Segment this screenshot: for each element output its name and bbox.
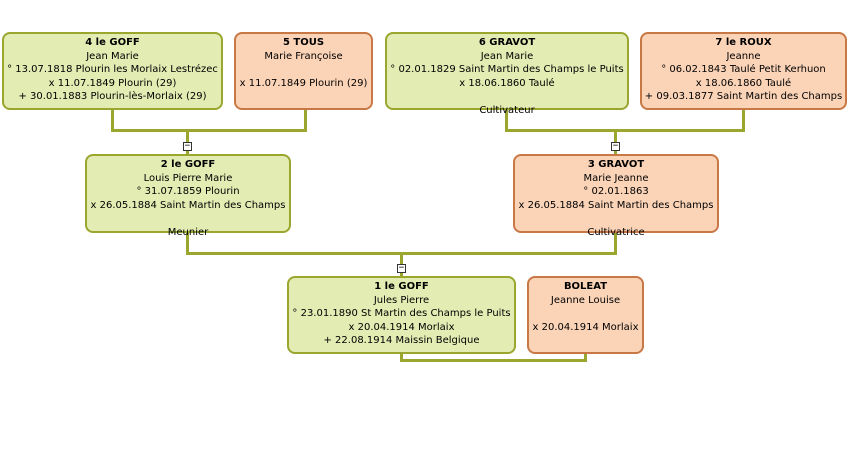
person-marriage: x 26.05.1884 Saint Martin des Champs	[518, 199, 714, 211]
collapse-toggle-parents-of-p3[interactable]: −	[611, 141, 620, 151]
person-death: + 09.03.1877 Saint Martin des Champs	[644, 91, 843, 102]
person-spacer	[387, 90, 627, 104]
person-card-3[interactable]: 3 GRAVOT Marie Jeanne ° 02.01.1863 x 26.…	[513, 154, 719, 238]
person-given-names: Marie Jeanne	[583, 172, 649, 184]
person-birth	[236, 63, 371, 77]
person-name: 4 le GOFF	[85, 37, 140, 48]
connector-p5-down	[304, 109, 307, 130]
connector-p2-down	[186, 232, 189, 254]
person-card-spouse[interactable]: BOLEAT Jeanne Louise x 20.04.1914 Morlai…	[527, 276, 644, 354]
person-card-4[interactable]: 4 le GOFF Jean Marie ° 13.07.1818 Plouri…	[2, 32, 223, 110]
person-given-names: Jeanne Louise	[550, 294, 621, 306]
connector-p6-down	[505, 109, 508, 130]
person-card-1[interactable]: 1 le GOFF Jules Pierre ° 23.01.1890 St M…	[287, 276, 516, 354]
person-given-names: Jean Marie	[86, 50, 139, 62]
person-marriage: x 11.07.1849 Plourin (29)	[48, 77, 177, 89]
person-given-names: Jean Marie	[480, 50, 534, 62]
connector-couple-1	[400, 359, 587, 362]
collapse-toggle-parents-of-p1[interactable]: −	[397, 263, 406, 273]
person-name: 7 le ROUX	[715, 37, 772, 48]
person-card-7[interactable]: 7 le ROUX Jeanne ° 06.02.1843 Taulé Peti…	[640, 32, 847, 110]
person-birth	[529, 307, 642, 321]
person-birth: ° 02.01.1863	[583, 186, 649, 197]
person-given-names: Marie Françoise	[264, 50, 343, 62]
person-name: 2 le GOFF	[160, 159, 216, 170]
person-name: BOLEAT	[563, 281, 608, 292]
person-birth: ° 06.02.1843 Taulé Petit Kerhuon	[661, 64, 826, 75]
person-marriage: x 26.05.1884 Saint Martin des Champs	[90, 199, 286, 211]
person-given-names: Louis Pierre Marie	[143, 172, 233, 184]
person-birth: ° 02.01.1829 Saint Martin des Champs le …	[390, 64, 624, 75]
person-marriage: x 18.06.1860 Taulé	[459, 77, 555, 89]
person-occupation: Cultivateur	[479, 104, 535, 116]
connector-p1-down	[400, 353, 403, 361]
connector-couple-67	[505, 129, 745, 132]
person-death: + 30.01.1883 Plourin-lès-Morlaix (29)	[18, 91, 207, 102]
connector-spouse-down	[584, 353, 587, 361]
person-occupation: Cultivatrice	[587, 226, 645, 238]
collapse-toggle-parents-of-p2[interactable]: −	[183, 141, 192, 151]
person-birth: ° 13.07.1818 Plourin les Morlaix Lestréz…	[7, 64, 218, 75]
person-name: 1 le GOFF	[374, 281, 429, 292]
person-birth: ° 23.01.1890 St Martin des Champs le Pui…	[292, 308, 511, 319]
person-marriage: x 11.07.1849 Plourin (29)	[239, 77, 368, 89]
person-spacer	[87, 212, 289, 226]
connector-p3-down	[614, 232, 617, 254]
person-name: 3 GRAVOT	[587, 159, 645, 170]
person-spacer	[515, 212, 717, 226]
person-card-5[interactable]: 5 TOUS Marie Françoise x 11.07.1849 Plou…	[234, 32, 373, 110]
person-card-2[interactable]: 2 le GOFF Louis Pierre Marie ° 31.07.185…	[85, 154, 291, 238]
connector-couple-23	[186, 252, 617, 255]
connector-p7-down	[742, 109, 745, 130]
person-marriage: x 18.06.1860 Taulé	[695, 77, 792, 89]
person-name: 6 GRAVOT	[478, 37, 536, 48]
person-name: 5 TOUS	[282, 37, 325, 48]
person-marriage: x 20.04.1914 Morlaix	[532, 321, 639, 333]
connector-couple-45	[111, 129, 307, 132]
person-card-6[interactable]: 6 GRAVOT Jean Marie ° 02.01.1829 Saint M…	[385, 32, 629, 116]
connector-p4-down	[111, 109, 114, 130]
person-given-names: Jules Pierre	[373, 294, 430, 306]
person-birth: ° 31.07.1859 Plourin	[136, 186, 240, 197]
person-death: + 22.08.1914 Maissin Belgique	[323, 335, 480, 346]
person-given-names: Jeanne	[726, 50, 761, 62]
person-occupation: Meunier	[167, 226, 209, 238]
person-marriage: x 20.04.1914 Morlaix	[348, 321, 455, 333]
